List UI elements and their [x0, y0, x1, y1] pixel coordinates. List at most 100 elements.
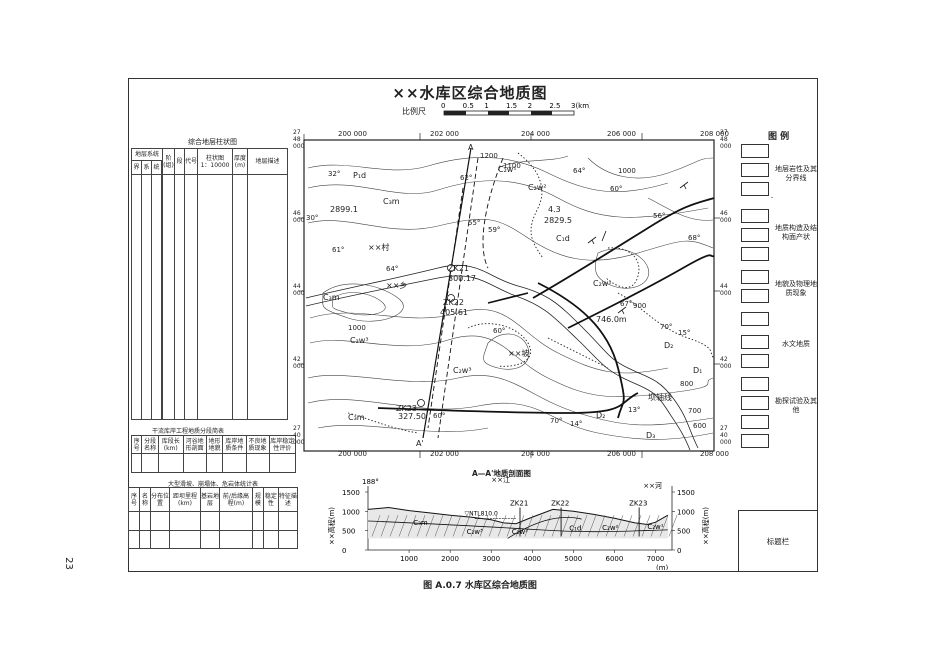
- profile-nwl-label: ▽NTL810.0: [465, 511, 498, 518]
- legend-box: [741, 335, 769, 349]
- reach-cell: [182, 453, 207, 473]
- profile-hatch: [605, 515, 615, 537]
- profile-terrain-line: [367, 506, 669, 526]
- ls-cell: [139, 511, 151, 531]
- fault-lines: [377, 197, 715, 419]
- profile-hatch: [506, 515, 516, 537]
- profile-y-axis-label: ××高程(m): [327, 507, 336, 545]
- profile-hatch: [380, 515, 390, 537]
- section-start-label: A: [468, 143, 474, 152]
- profile-unit-label: C₂w¹: [647, 523, 663, 531]
- right-coord-4: 27 40 000: [720, 425, 732, 446]
- unit-d2: D₂: [596, 411, 605, 420]
- dip-67: 67°: [620, 300, 632, 308]
- ls-cell: [219, 511, 253, 531]
- ls-cell: [200, 529, 220, 549]
- col-header-member: 段: [174, 148, 186, 175]
- profile-layer-boundary: [367, 520, 668, 533]
- zk21-elev-label: 300.17: [448, 274, 476, 283]
- reach-header-no: 序号: [130, 435, 143, 454]
- unit-d2-b: D₂: [664, 341, 673, 350]
- profile-hatch: [551, 515, 561, 537]
- profile-hatch: [443, 515, 453, 537]
- col-cell: [131, 174, 142, 420]
- unit-c1d: C₁d: [556, 234, 570, 243]
- village-label: ××村: [368, 242, 389, 252]
- profile-unit-label: C₃m: [413, 519, 428, 527]
- ls-header-elevation: 前/后缘高程(m): [219, 487, 253, 512]
- profile-x-unit: (m): [656, 564, 669, 570]
- dip-64: 64°: [573, 167, 585, 175]
- col-header-system: 地层系统: [130, 148, 164, 161]
- profile-x-tick-label: 7000: [647, 555, 665, 563]
- legend-box: [741, 396, 769, 410]
- legend-box: [741, 144, 769, 158]
- profile-x-tick-label: 2000: [441, 555, 459, 563]
- dip-13: 13°: [628, 406, 640, 414]
- col-header-code: 代号: [184, 148, 199, 175]
- profile-y-tick-label-right: 0: [677, 547, 681, 555]
- ls-cell: [139, 529, 151, 549]
- col-cell: [247, 174, 288, 420]
- profile-y-tick-label: 0: [342, 547, 346, 555]
- col-header-scale: 1：10000: [200, 161, 230, 169]
- profile-hatch: [434, 515, 444, 537]
- strike-dip-symbols: [587, 181, 689, 315]
- legend-box: [741, 354, 769, 368]
- reach-table-title: 干流库岸工程地质分段简表: [152, 428, 225, 435]
- scale-tick-label: 2: [528, 102, 532, 110]
- contour-1200: 1200: [480, 152, 498, 160]
- profile-hatch: [452, 515, 462, 537]
- map-labels: A A' P₁d C₃m C₃m C₃m C₂w¹ C₂w² C₂w³ C₂w³…: [306, 143, 706, 448]
- unit-c3m-a: C₃m: [383, 197, 400, 206]
- unit-c2w1: C₂w¹: [498, 165, 517, 174]
- section-end-label: A': [416, 439, 424, 448]
- peak-2-label: 2829.5: [544, 216, 572, 225]
- legend-group-exploration: 勘探试验及其他: [775, 397, 817, 414]
- legend-box: [741, 270, 769, 284]
- reach-cell: [157, 453, 184, 473]
- profile-hatch: [641, 515, 651, 537]
- col-header-stage: 阶(组): [162, 148, 176, 175]
- dip-61: 61°: [332, 246, 344, 254]
- section-line: [422, 147, 472, 439]
- legend-box: [741, 434, 769, 448]
- legend-group-rules: [771, 197, 773, 198]
- ls-cell: [200, 511, 220, 531]
- reach-cell: [141, 453, 159, 473]
- profile-hatch: [569, 515, 579, 537]
- reach-header-landform: 地形地貌: [205, 435, 224, 454]
- ls-cell: [169, 511, 201, 531]
- unit-d3: D₃: [646, 431, 655, 440]
- profile-hatch: [650, 515, 660, 537]
- profile-river-label-2: ××河: [643, 482, 662, 490]
- profile-hatch: [398, 515, 408, 537]
- scale-tick-label: 3(km): [571, 102, 590, 110]
- reach-cell: [130, 453, 143, 473]
- profile-y-tick-label: 1000: [342, 508, 360, 516]
- dip-70: 70°: [660, 323, 672, 331]
- dip-30: 30°: [306, 214, 318, 222]
- profile-y-tick-label-right: 1000: [677, 508, 695, 516]
- col-cell: [151, 174, 162, 420]
- ls-cell: [150, 529, 170, 549]
- title-block: [738, 510, 818, 572]
- legend-group-hydro: 水文地质: [782, 340, 810, 348]
- reach-cell: [222, 453, 247, 473]
- map-title: ××水库区综合地质图: [392, 84, 548, 102]
- legend-box: [741, 209, 769, 223]
- legend-title: 图 例: [768, 132, 790, 142]
- left-coord-2: 44 000: [293, 283, 305, 297]
- legend-box: [741, 289, 769, 303]
- profile-borehole-label: ZK21: [510, 499, 528, 507]
- ls-header-scale: 规模: [251, 487, 264, 512]
- dip-60: 60°: [610, 185, 622, 193]
- zk23-elev-label: 327.50: [398, 412, 426, 421]
- reach-table: 序号 分段名称 库段长(km) 河谷地形剖面 地形地貌 库岸地质条件 不良地质现…: [130, 435, 297, 473]
- ls-header-stability: 稳定性: [262, 487, 279, 512]
- col-header-erathem: 界: [131, 160, 142, 175]
- borehole-markers: [417, 264, 455, 407]
- ls-header-features: 特征描述: [277, 487, 299, 512]
- right-coord-3: 42 000: [720, 356, 732, 370]
